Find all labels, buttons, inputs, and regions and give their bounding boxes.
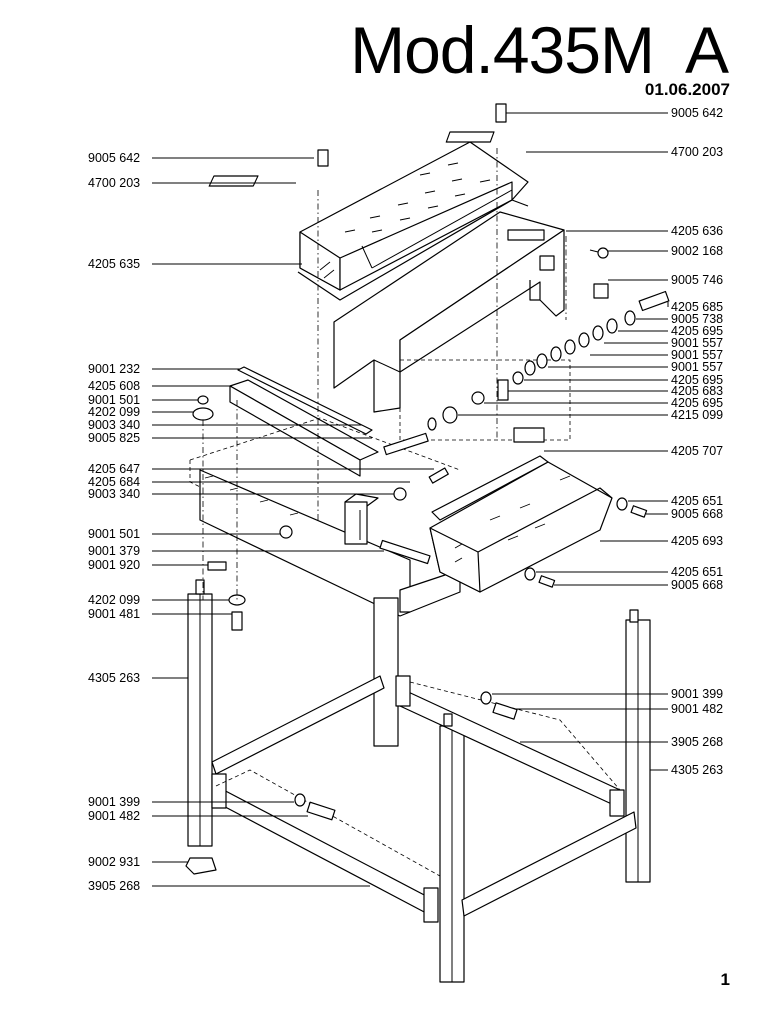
callout-label: 4205 684 xyxy=(88,475,140,489)
callout-label: 3905 268 xyxy=(671,735,723,749)
page-number: 1 xyxy=(720,970,730,989)
callout-label: 4205 651 xyxy=(671,565,723,579)
callout-label: 9005 738 xyxy=(671,312,723,326)
hardware-chain xyxy=(427,247,670,588)
callout-label: 4202 099 xyxy=(88,593,140,607)
callout-label: 9001 399 xyxy=(88,795,140,809)
callout-label: 4202 099 xyxy=(88,405,140,419)
callout-label: 9003 340 xyxy=(88,487,140,501)
callout-label: 9001 501 xyxy=(88,527,140,541)
callout-label: 9001 482 xyxy=(88,809,140,823)
top-guard-cover xyxy=(297,141,529,301)
callout-label: 9005 642 xyxy=(88,151,140,165)
left-callouts xyxy=(152,157,434,887)
main-body xyxy=(189,366,461,617)
callout-label: 9001 482 xyxy=(671,702,723,716)
callout-label: 9005 642 xyxy=(671,106,723,120)
callout-label: 4205 685 xyxy=(671,300,723,314)
model-title: Mod.435M A xyxy=(350,13,729,87)
callout-label: 9005 825 xyxy=(88,431,140,445)
callout-label: 4305 263 xyxy=(88,671,140,685)
callout-label: 9001 399 xyxy=(671,687,723,701)
right-callouts xyxy=(458,112,669,771)
callout-label: 4205 695 xyxy=(671,324,723,338)
callout-label: 9002 931 xyxy=(88,855,140,869)
callout-label: 4205 647 xyxy=(88,462,140,476)
rear-cover-frame xyxy=(333,211,571,441)
callout-label: 9005 668 xyxy=(671,507,723,521)
callout-label: 3905 268 xyxy=(88,879,140,893)
callout-label: 9001 557 xyxy=(671,348,723,362)
callout-label: 9001 232 xyxy=(88,362,140,376)
callout-label: 4205 635 xyxy=(88,257,140,271)
callout-label: 4205 695 xyxy=(671,396,723,410)
left-hardware xyxy=(185,103,507,875)
callout-label: 9005 668 xyxy=(671,578,723,592)
callout-label: 9002 168 xyxy=(671,244,723,258)
callout-label: 4700 203 xyxy=(671,145,723,159)
callout-label: 4205 651 xyxy=(671,494,723,508)
callout-label: 9001 481 xyxy=(88,607,140,621)
callout-label: 9001 379 xyxy=(88,544,140,558)
callout-label: 4205 608 xyxy=(88,379,140,393)
callout-label: 9001 920 xyxy=(88,558,140,572)
left-callout-labels: 9005 642 4700 203 4205 635 9001 232 4205… xyxy=(88,151,140,893)
callout-label: 4305 263 xyxy=(671,763,723,777)
stand-frame xyxy=(187,579,651,983)
revision-date: 01.06.2007 xyxy=(644,80,730,99)
right-callout-labels: 9005 642 4700 203 4205 636 9002 168 9005… xyxy=(671,106,723,777)
callout-label: 4205 683 xyxy=(671,384,723,398)
callout-label: 4205 695 xyxy=(671,373,723,387)
callout-label: 9003 340 xyxy=(88,418,140,432)
callout-label: 4215 099 xyxy=(671,408,723,422)
callout-label: 9001 557 xyxy=(671,336,723,350)
callout-label: 4205 693 xyxy=(671,534,723,548)
callout-label: 9001 501 xyxy=(88,393,140,407)
callout-label: 9001 557 xyxy=(671,360,723,374)
callout-label: 4205 707 xyxy=(671,444,723,458)
assembly-centrelines xyxy=(202,148,567,600)
callout-label: 4700 203 xyxy=(88,176,140,190)
front-guard-tray xyxy=(429,455,613,593)
callout-label: 9005 746 xyxy=(671,273,723,287)
callout-label: 4205 636 xyxy=(671,224,723,238)
